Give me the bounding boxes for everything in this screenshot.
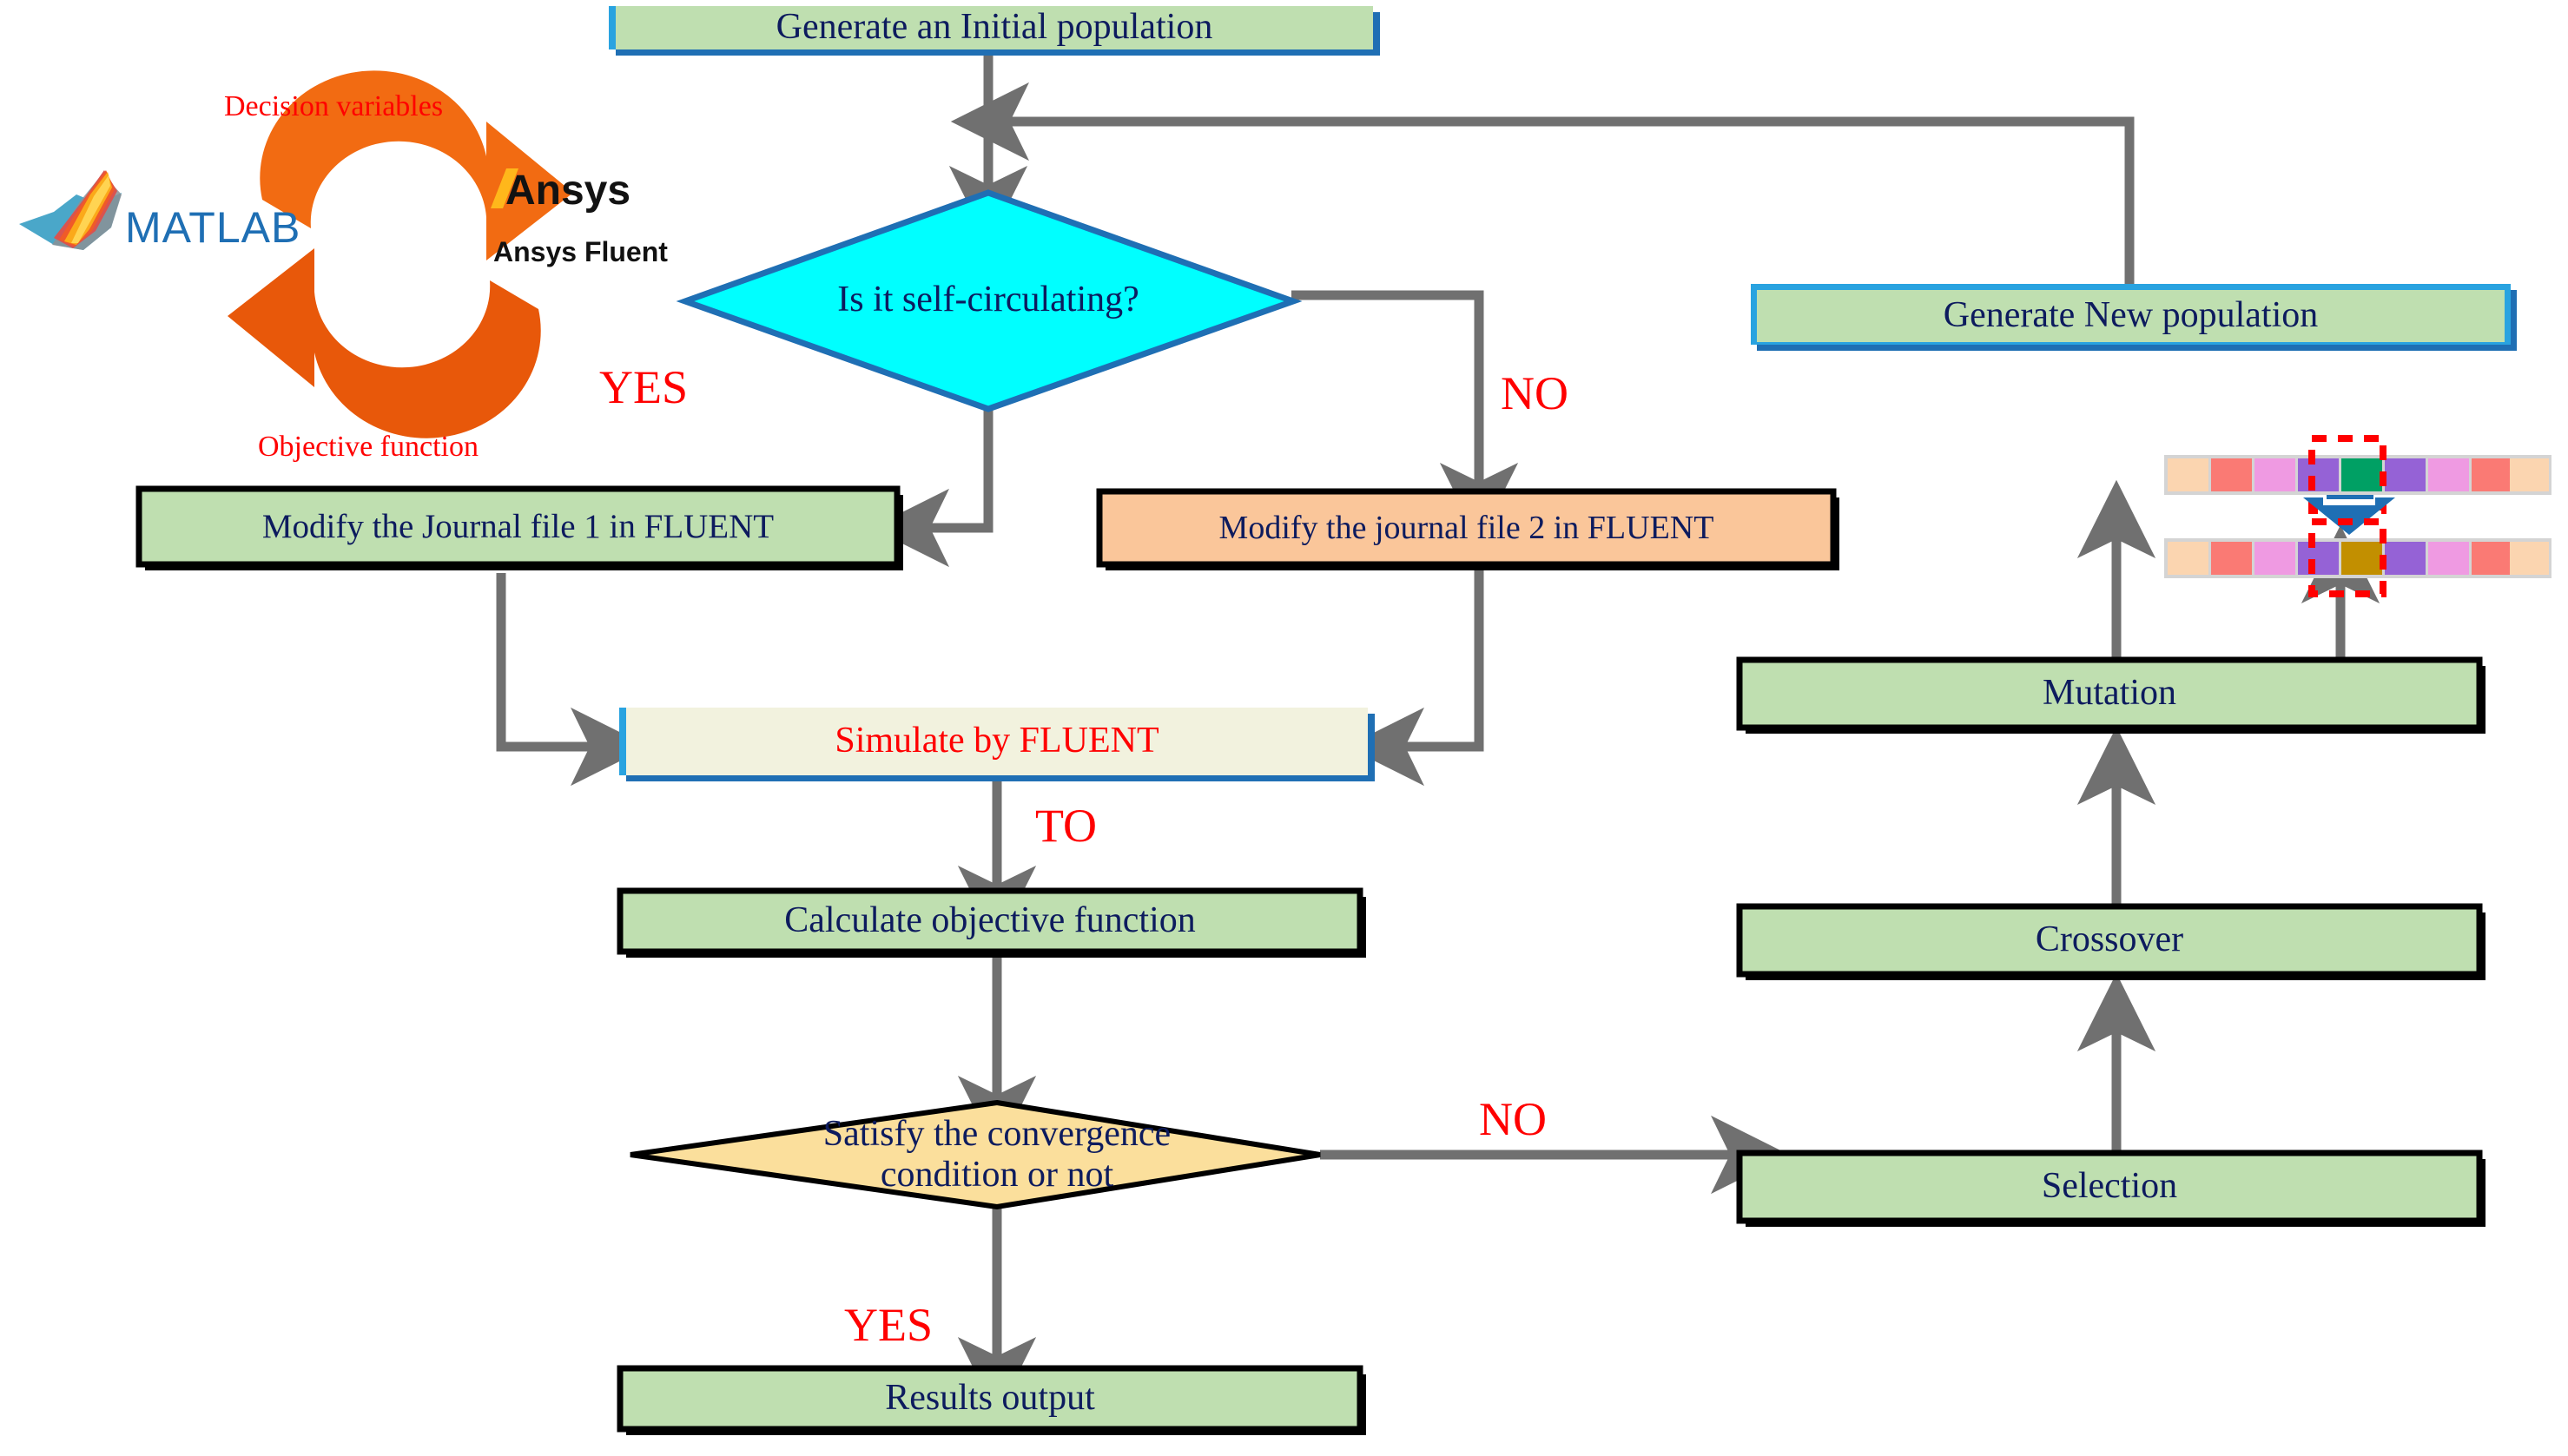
matlab-wordmark: MATLAB bbox=[125, 203, 301, 252]
node-crossover[interactable] bbox=[1736, 903, 2485, 980]
edge-label-no-self-circulating: NO bbox=[1501, 367, 1568, 419]
ansys-slash-icon bbox=[491, 168, 518, 208]
node-results-output[interactable] bbox=[617, 1365, 1366, 1435]
node-journal-file-1[interactable] bbox=[135, 485, 903, 570]
ansys-wordmark: Ansys bbox=[505, 168, 631, 214]
matlab-logo-icon bbox=[19, 170, 122, 250]
edge-label-no-convergence: NO bbox=[1479, 1093, 1547, 1145]
node-simulate-fluent[interactable] bbox=[619, 708, 1375, 781]
node-mutation[interactable] bbox=[1736, 656, 2485, 734]
node-calculate-objective[interactable] bbox=[617, 887, 1366, 958]
edge-label-yes-convergence: YES bbox=[844, 1299, 934, 1351]
node-self-circulating[interactable] bbox=[676, 189, 1303, 412]
edge-label-to: TO bbox=[1035, 800, 1098, 852]
coupling-decision-variables-label: Decision variables bbox=[224, 90, 444, 122]
coupling-cycle-graphic bbox=[228, 70, 573, 438]
edge-decision-no-to-journal2 bbox=[1291, 290, 1519, 542]
mutation-illustration bbox=[2164, 435, 2551, 597]
edge-decision-yes-to-journal1 bbox=[870, 409, 994, 568]
edge-journal2-to-simulate bbox=[1345, 570, 1484, 787]
edge-newpopulation-feedback bbox=[950, 82, 2135, 287]
coupling-objective-function-label: Objective function bbox=[258, 431, 479, 463]
edge-journal1-to-simulate bbox=[496, 573, 650, 787]
edge-label-yes-self-circulating: YES bbox=[599, 361, 689, 413]
node-selection[interactable] bbox=[1736, 1150, 2485, 1227]
node-convergence[interactable] bbox=[630, 1099, 1321, 1210]
node-new-population[interactable] bbox=[1751, 284, 2517, 351]
ansys-fluent-product-label: Ansys Fluent bbox=[493, 236, 668, 267]
node-journal-file-2[interactable] bbox=[1096, 488, 1839, 570]
node-initial-population[interactable] bbox=[609, 6, 1380, 56]
